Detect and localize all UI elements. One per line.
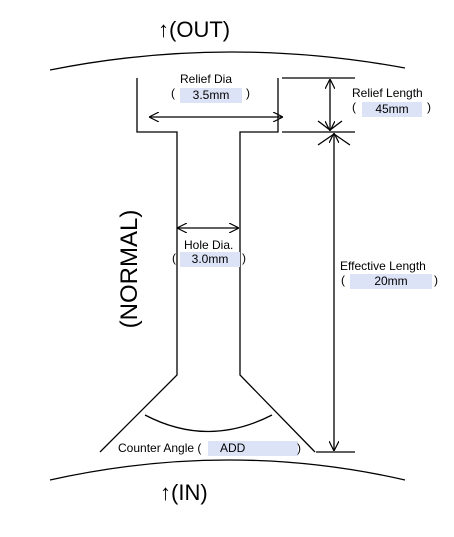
hole-dia-close-paren: ) <box>242 251 246 265</box>
hole-dia-label: Hole Dia. <box>184 238 234 252</box>
effective-length-open-paren: ( <box>341 273 345 287</box>
junction-arrowheads <box>317 120 351 146</box>
relief-dia-label: Relief Dia <box>180 72 233 86</box>
relief-dia-field[interactable]: 3.5mm <box>180 88 242 103</box>
top-surface-curve <box>49 51 406 71</box>
counter-angle-arc <box>144 414 273 433</box>
relief-length-field[interactable]: 45mm <box>362 102 422 117</box>
counter-angle-field[interactable]: ADD <box>208 441 298 456</box>
hole-dia-open-paren: ( <box>172 251 176 265</box>
bottom-surface-curve <box>49 459 406 481</box>
hole-dia-field[interactable]: 3.0mm <box>180 252 240 267</box>
in-label: ↑(IN) <box>160 480 208 505</box>
relief-length-close-paren: ) <box>427 100 431 114</box>
counter-angle-label: Counter Angle ( <box>118 441 202 455</box>
out-label: ↑(OUT) <box>158 17 231 42</box>
counter-angle-close-paren: ) <box>297 441 301 455</box>
effective-length-label: Effective Length <box>340 259 426 273</box>
relief-length-label: Relief Length <box>352 86 423 100</box>
normal-label: (NORMAL) <box>116 209 143 329</box>
relief-dia-open-paren: ( <box>171 86 175 100</box>
effective-length-close-paren: ) <box>434 273 438 287</box>
hole-profile-left <box>99 78 178 453</box>
relief-length-open-paren: ( <box>352 100 356 114</box>
relief-dia-close-paren: ) <box>246 86 250 100</box>
effective-length-field[interactable]: 20mm <box>350 274 432 289</box>
hole-profile-right <box>239 78 316 453</box>
